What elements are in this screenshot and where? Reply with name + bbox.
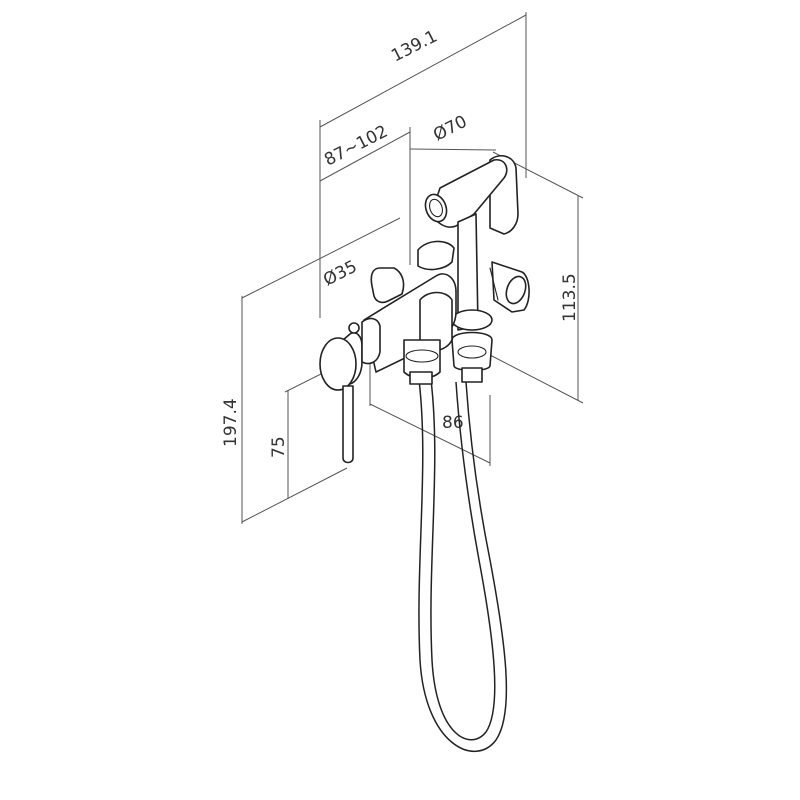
label-holder-height: 113.5 [560, 273, 580, 322]
ext-line-holder-bottom [489, 354, 584, 404]
dim-line-handle-dia [241, 217, 401, 299]
dimension-lines [241, 12, 584, 524]
dim-line-holder-dia [409, 148, 497, 151]
handle-indicator-icon [348, 322, 360, 334]
wall-bracket [370, 240, 455, 304]
spray-nozzle-holes-icon [429, 198, 443, 218]
ext-line-bottom [241, 467, 348, 523]
dim-line-projection [319, 131, 411, 182]
hose-connector-left [409, 371, 433, 385]
label-lever-height: 75 [269, 436, 289, 458]
outlet-nut-ring [405, 349, 439, 363]
handle-lever [342, 385, 354, 464]
hose-outer [417, 371, 508, 753]
label-total-height: 197.4 [221, 398, 241, 447]
hose-connector-right [461, 367, 483, 383]
holder-clip-ring [505, 275, 527, 305]
handle [319, 317, 381, 464]
label-holder-diameter: Ø70 [430, 112, 470, 146]
dim-line-overall-depth [319, 14, 527, 128]
label-handle-diameter: Ø35 [320, 257, 360, 291]
shower-handle-collar [451, 309, 493, 331]
shower-hose [417, 371, 508, 753]
hose-inner [429, 371, 496, 741]
handle-collar [361, 317, 381, 365]
shower-handle-base [451, 331, 493, 372]
handle-knob-face [319, 337, 357, 391]
dim-line-body-width [369, 403, 491, 464]
shower-base-ring [457, 345, 487, 359]
mixer-body [363, 273, 457, 385]
bracket-left-tab [370, 267, 405, 304]
hand-shower [424, 159, 508, 383]
label-projection-range: 87~102 [321, 122, 391, 171]
label-overall-depth: 139.1 [388, 27, 440, 67]
bracket-mid-ring [417, 240, 455, 271]
holder-clip-edge [489, 267, 499, 301]
